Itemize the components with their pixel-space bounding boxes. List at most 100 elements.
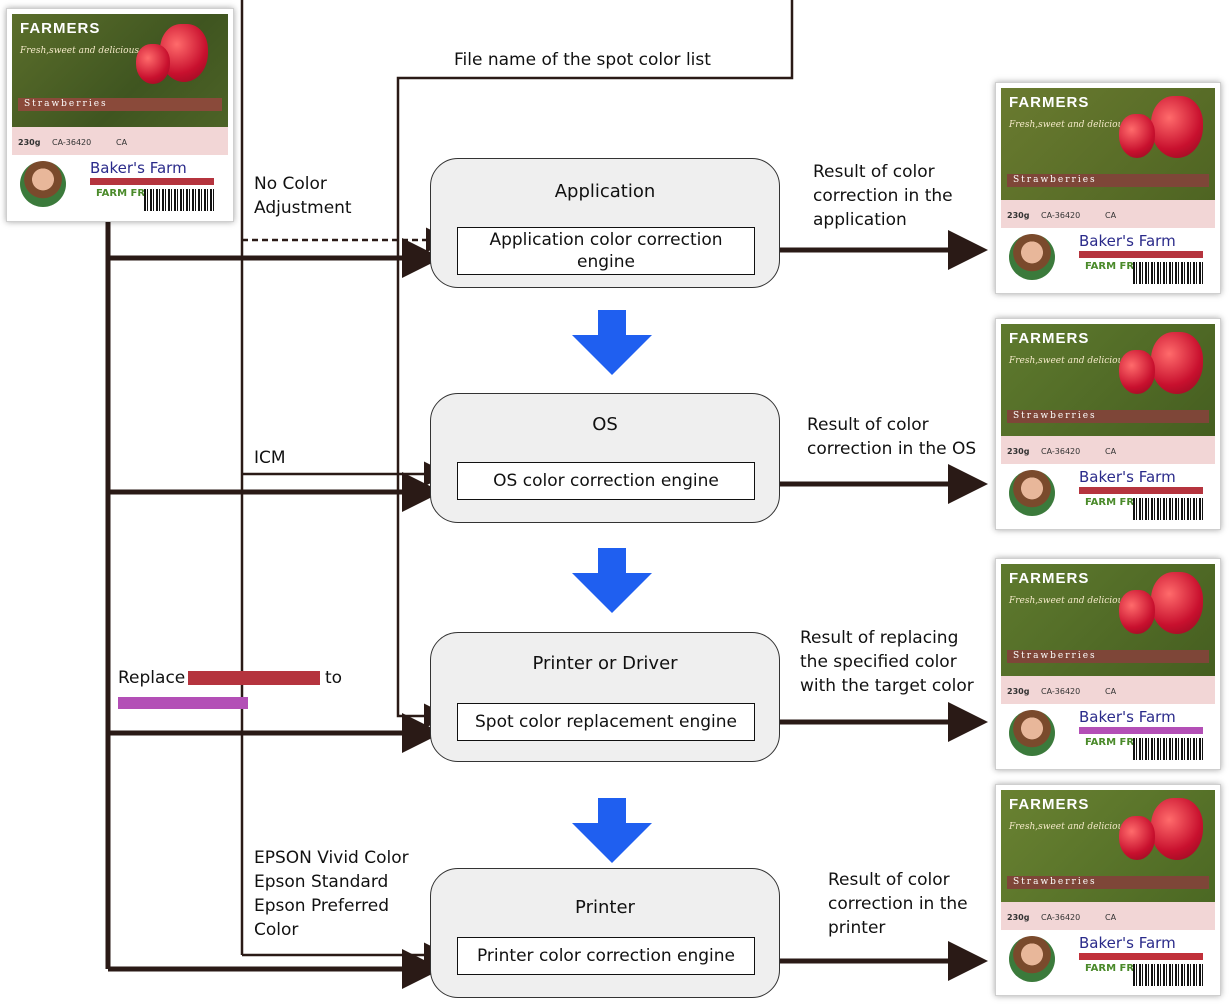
label-origin: CA bbox=[1105, 687, 1117, 696]
fresh-logo: FARM FRESH bbox=[1085, 737, 1157, 748]
result-image-spot-replacement: FARMERS Fresh,sweet and delicious Strawb… bbox=[995, 558, 1221, 770]
label-brand: FARMERS bbox=[1009, 330, 1090, 347]
os-engine-box: OS color correction engine bbox=[457, 462, 755, 500]
stage-title: Printer bbox=[575, 897, 635, 918]
stage-title: OS bbox=[592, 414, 618, 435]
label-origin: CA bbox=[1105, 211, 1117, 220]
target-spot-swatch bbox=[118, 697, 248, 709]
label-weight: 230g bbox=[1007, 211, 1030, 220]
label-farm-name: Baker's Farm bbox=[1079, 232, 1176, 250]
output-arrows bbox=[756, 230, 988, 981]
label-tagline: Fresh,sweet and delicious bbox=[1009, 120, 1128, 130]
spot-color-bar bbox=[1079, 487, 1203, 494]
icm-label: ICM bbox=[254, 448, 286, 468]
source-label-image: FARMERS Fresh,sweet and delicious Strawb… bbox=[6, 8, 234, 222]
label-brand: FARMERS bbox=[1009, 94, 1090, 111]
label-code: CA-36420 bbox=[1041, 687, 1081, 696]
label-brand: FARMERS bbox=[20, 20, 101, 37]
fresh-logo: FARM FRESH bbox=[1085, 261, 1157, 272]
printer-engine-box: Printer color correction engine bbox=[457, 937, 755, 975]
main-trunk bbox=[105, 222, 442, 989]
replace-label: Replace bbox=[118, 668, 186, 688]
result-image-printer: FARMERS Fresh,sweet and delicious Strawb… bbox=[995, 784, 1221, 996]
spot-replacement-engine-box: Spot color replacement engine bbox=[457, 703, 755, 741]
farmer-photo bbox=[1009, 710, 1055, 756]
label-origin: CA bbox=[1105, 913, 1117, 922]
printer-mode-preferred: Epson Preferred Color bbox=[254, 896, 389, 940]
flow-arrow-3 bbox=[572, 798, 652, 863]
strawberry-icon bbox=[1119, 114, 1155, 158]
label-code: CA-36420 bbox=[52, 138, 92, 148]
strawberry-icon bbox=[1119, 816, 1155, 860]
label-tagline: Fresh,sweet and delicious bbox=[20, 46, 139, 56]
farmer-photo bbox=[20, 161, 66, 208]
result-printer-or-driver: Result of replacing the specified color … bbox=[800, 628, 974, 696]
stage-printer: Printer Printer color correction engine bbox=[430, 868, 780, 998]
settings-trunk bbox=[240, 0, 449, 968]
printer-mode-vivid: EPSON Vivid Color bbox=[254, 848, 409, 868]
barcode-icon bbox=[1133, 262, 1203, 284]
label-weight: 230g bbox=[1007, 447, 1030, 456]
barcode-icon bbox=[1133, 964, 1203, 986]
label-farm-name: Baker's Farm bbox=[1079, 708, 1176, 726]
no-color-adjustment-label: No Color Adjustment bbox=[254, 174, 352, 218]
result-os: Result of color correction in the OS bbox=[807, 415, 977, 459]
spot-color-bar bbox=[1079, 953, 1203, 960]
label-brand: FARMERS bbox=[1009, 570, 1090, 587]
stage-application: Application Application color correction… bbox=[430, 158, 780, 288]
result-image-application: FARMERS Fresh,sweet and delicious Strawb… bbox=[995, 82, 1221, 294]
label-product: Strawberries bbox=[1007, 410, 1209, 423]
label-product: Strawberries bbox=[1007, 876, 1209, 889]
label-brand: FARMERS bbox=[1009, 796, 1090, 813]
replace-to-label: to bbox=[325, 668, 343, 688]
strawberry-icon bbox=[1151, 572, 1203, 634]
printer-mode-standard: Epson Standard bbox=[254, 872, 389, 892]
label-tagline: Fresh,sweet and delicious bbox=[1009, 356, 1128, 366]
barcode-icon bbox=[1133, 498, 1203, 520]
replaced-spot-color-bar bbox=[1079, 727, 1203, 734]
label-tagline: Fresh,sweet and delicious bbox=[1009, 596, 1128, 606]
fresh-logo: FARM FRESH bbox=[96, 188, 168, 200]
barcode-icon bbox=[1133, 738, 1203, 760]
label-weight: 230g bbox=[1007, 913, 1030, 922]
label-code: CA-36420 bbox=[1041, 913, 1081, 922]
label-tagline: Fresh,sweet and delicious bbox=[1009, 822, 1128, 832]
spot-color-bar bbox=[1079, 251, 1203, 258]
label-origin: CA bbox=[1105, 447, 1117, 456]
spot-color-list-label: File name of the spot color list bbox=[454, 50, 711, 70]
stage-title: Printer or Driver bbox=[532, 653, 678, 674]
strawberry-icon bbox=[1119, 590, 1155, 634]
spot-color-bar bbox=[90, 178, 214, 186]
label-origin: CA bbox=[116, 138, 128, 148]
strawberry-icon bbox=[1119, 350, 1155, 394]
fresh-logo: FARM FRESH bbox=[1085, 497, 1157, 508]
label-farm-name: Baker's Farm bbox=[90, 159, 187, 178]
flow-arrow-2 bbox=[572, 548, 652, 613]
label-code: CA-36420 bbox=[1041, 211, 1081, 220]
stage-os: OS OS color correction engine bbox=[430, 393, 780, 523]
label-product: Strawberries bbox=[1007, 174, 1209, 187]
flow-arrows bbox=[572, 310, 652, 863]
label-weight: 230g bbox=[18, 138, 41, 148]
strawberry-icon bbox=[136, 44, 170, 84]
stage-printer-or-driver: Printer or Driver Spot color replacement… bbox=[430, 632, 780, 762]
farmer-photo bbox=[1009, 234, 1055, 280]
barcode-icon bbox=[144, 189, 214, 212]
result-printer: Result of color correction in the printe… bbox=[828, 870, 968, 938]
result-application: Result of color correction in the applic… bbox=[813, 162, 953, 230]
strawberry-icon bbox=[1151, 798, 1203, 860]
farmer-photo bbox=[1009, 470, 1055, 516]
strawberry-icon bbox=[1151, 96, 1203, 158]
flow-arrow-1 bbox=[572, 310, 652, 375]
strawberry-icon bbox=[1151, 332, 1203, 394]
fresh-logo: FARM FRESH bbox=[1085, 963, 1157, 974]
label-weight: 230g bbox=[1007, 687, 1030, 696]
spot-list-line bbox=[396, 0, 794, 729]
label-product: Strawberries bbox=[1007, 650, 1209, 663]
label-farm-name: Baker's Farm bbox=[1079, 934, 1176, 952]
original-spot-swatch bbox=[188, 671, 320, 685]
result-image-os: FARMERS Fresh,sweet and delicious Strawb… bbox=[995, 318, 1221, 530]
stage-title: Application bbox=[554, 181, 656, 202]
application-engine-box: Application color correction engine bbox=[457, 227, 755, 275]
